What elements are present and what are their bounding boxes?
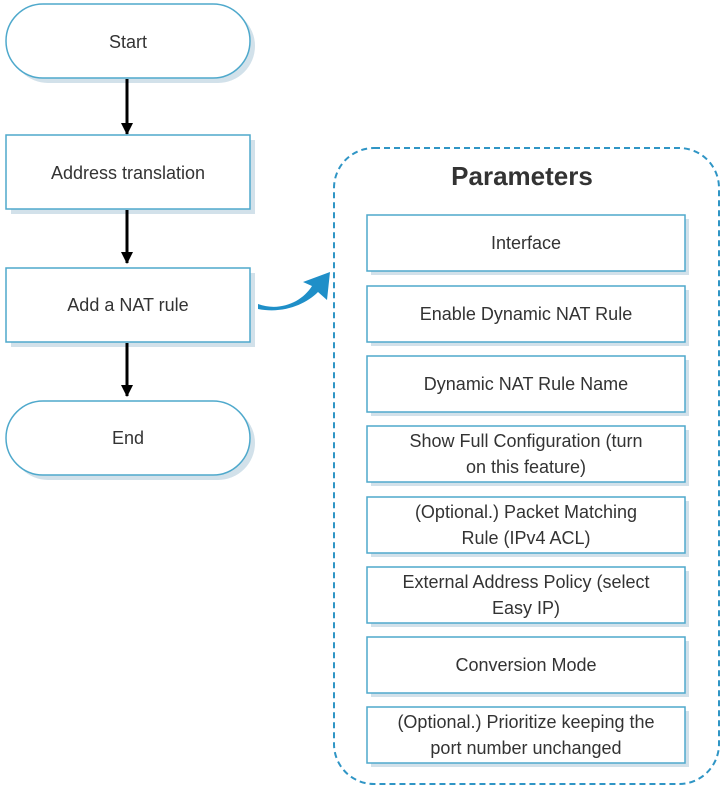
parameter-item: Conversion Mode <box>366 636 689 697</box>
parameter-item: (Optional.) Prioritize keeping the port … <box>366 706 689 767</box>
parameter-item-label-continued: Rule (IPv4 ACL) <box>461 528 590 548</box>
parameter-item-label: Dynamic NAT Rule Name <box>424 374 628 394</box>
parameter-item: Interface <box>366 214 689 275</box>
end-node: End <box>5 400 255 480</box>
parameter-item-label-continued: Easy IP) <box>492 598 560 618</box>
parameter-item: External Address Policy (select Easy IP) <box>366 566 689 627</box>
address-translation-label: Address translation <box>51 163 205 183</box>
parameter-item-label: External Address Policy (select <box>402 572 649 592</box>
callout-arrow <box>258 272 330 311</box>
parameter-item-label-continued: port number unchanged <box>430 738 621 758</box>
parameter-item-label: (Optional.) Packet Matching <box>415 502 637 522</box>
end-label: End <box>112 428 144 448</box>
parameter-item: (Optional.) Packet Matching Rule (IPv4 A… <box>366 496 689 557</box>
parameters-panel: Parameters Interface Enable Dynamic NAT … <box>333 147 720 785</box>
add-nat-rule-label: Add a NAT rule <box>67 295 188 315</box>
start-node: Start <box>5 3 255 83</box>
parameter-item-label: Conversion Mode <box>455 655 596 675</box>
parameter-item: Enable Dynamic NAT Rule <box>366 285 689 346</box>
parameter-item-label: Interface <box>491 233 561 253</box>
parameter-item-label-continued: on this feature) <box>466 457 586 477</box>
address-translation-node: Address translation <box>5 134 255 214</box>
parameter-item: Show Full Configuration (turn on this fe… <box>366 425 689 486</box>
parameter-item: Dynamic NAT Rule Name <box>366 355 689 416</box>
parameters-title: Parameters <box>451 161 593 191</box>
add-nat-rule-node: Add a NAT rule <box>5 267 255 347</box>
parameter-item-label: Show Full Configuration (turn <box>409 431 642 451</box>
start-label: Start <box>109 32 147 52</box>
parameter-item-label: (Optional.) Prioritize keeping the <box>397 712 654 732</box>
parameter-item-label: Enable Dynamic NAT Rule <box>420 304 632 324</box>
